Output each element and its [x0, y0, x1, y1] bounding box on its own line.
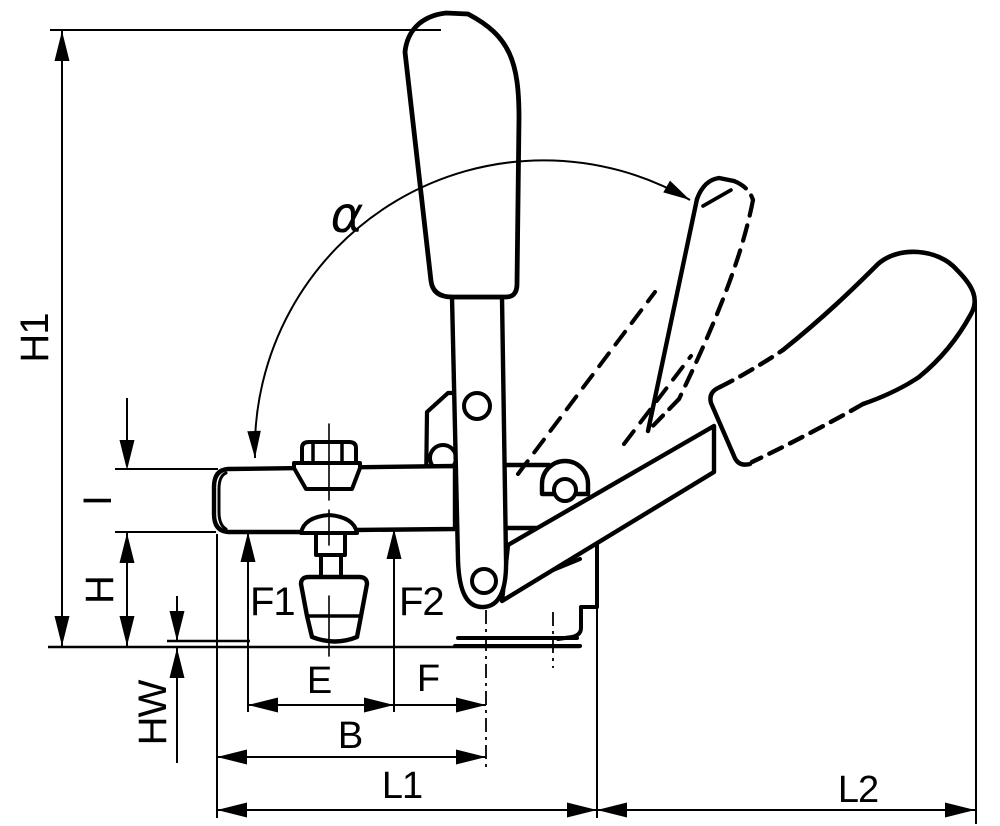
- label-hw: HW: [131, 679, 175, 745]
- arm-end-cap-inner-line: [217, 471, 228, 531]
- link-boss-hole: [552, 477, 578, 503]
- label-e: E: [307, 660, 331, 702]
- label-l1: L1: [382, 765, 422, 807]
- mid-grip-top-cap-hidden: [731, 178, 756, 203]
- label-f2: F2: [399, 580, 444, 624]
- mid-link-line-hidden-1: [516, 290, 657, 476]
- spindle-flange: [292, 461, 362, 491]
- mid-grip-top-cap: [694, 175, 737, 202]
- alpha-angle-arc: [253, 159, 691, 459]
- label-h1: H1: [13, 313, 57, 362]
- handle-mid-position-phantom: [516, 175, 756, 476]
- open-grip-left-end: [708, 384, 753, 467]
- f2-arrow: [386, 529, 402, 559]
- f1-arrow: [240, 532, 256, 562]
- l1-arrow-right: [567, 802, 597, 818]
- open-grip-top-and-end-cap: [780, 249, 977, 380]
- label-f: F: [417, 658, 439, 700]
- l1-arrow-left: [217, 802, 247, 818]
- hw-arrow-bottom: [169, 648, 185, 678]
- alpha-arc-arrow-end: [663, 180, 694, 206]
- clamp-foot: [298, 574, 370, 644]
- alpha-arc-arrow-start: [247, 430, 262, 459]
- dimension-labels: H1 I H HW F1 F2 E F B L1 L2 α: [13, 186, 879, 811]
- label-f1: F1: [250, 580, 295, 624]
- e-arrow-left: [248, 697, 278, 713]
- label-b: B: [338, 715, 362, 757]
- h1-arrow-top: [54, 31, 70, 61]
- l2-arrow-left: [597, 802, 627, 818]
- e-arrow-right: [364, 697, 394, 713]
- mid-grip-bottom-end-hidden: [645, 396, 682, 434]
- mid-grip-right-edge-hidden: [676, 197, 756, 402]
- b-arrow-right: [456, 749, 486, 765]
- h1-arrow-bottom: [54, 616, 70, 646]
- spindle-shaft: [314, 531, 347, 580]
- open-grip-bottom-edge: [860, 374, 922, 407]
- arm-left-outline: [211, 463, 458, 535]
- base-column-profile: [556, 541, 599, 641]
- handle-open-position: [499, 249, 977, 604]
- open-grip-top-edge-hidden: [717, 347, 786, 390]
- h-arrow-bottom: [119, 616, 135, 646]
- f-arrow-right: [456, 697, 486, 713]
- spindle-upper-assembly: [292, 440, 362, 491]
- mid-grip-top-inner-line: [701, 188, 733, 208]
- spindle-lower-assembly: [298, 423, 370, 657]
- label-alpha: α: [331, 186, 364, 244]
- b-arrow-left: [217, 749, 247, 765]
- clamp-arm-right: [502, 458, 591, 531]
- label-h: H: [78, 576, 122, 604]
- grip-vertical: [402, 10, 522, 300]
- hex-nut-facets: [311, 441, 344, 464]
- handle-vertical-position: [402, 10, 522, 610]
- i-arrow-top: [119, 440, 135, 470]
- label-l2: L2: [838, 769, 878, 811]
- mid-link-line-hidden-2: [622, 354, 693, 446]
- mid-grip-left-edge: [645, 196, 700, 434]
- dimensioning: [48, 29, 977, 824]
- clamp-arm-left: [211, 463, 458, 535]
- clamp-parts: [211, 10, 977, 657]
- open-grip-bottom-edge-hidden: [749, 401, 866, 465]
- lever-bar: [449, 294, 509, 610]
- i-h-shared-arrow: [119, 533, 135, 563]
- lever-link-hole: [462, 391, 492, 421]
- hw-arrow-top: [169, 611, 185, 641]
- lever-pivot-hole: [470, 567, 498, 595]
- l2-arrow-right: [945, 802, 975, 818]
- label-i: I: [76, 496, 120, 506]
